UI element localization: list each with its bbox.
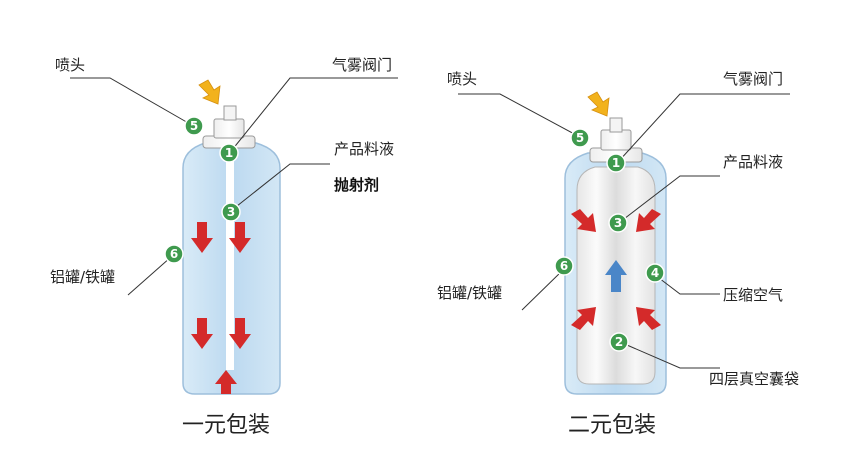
down-arrow-icon: [229, 318, 251, 349]
inward-arrow-icon: [636, 307, 661, 330]
left-caption: 一元包装: [182, 413, 270, 438]
svg-text:6: 6: [560, 259, 568, 273]
right-label-bag: 四层真空囊袋: [709, 370, 799, 388]
right-badge-2: 2: [609, 332, 629, 352]
left-label-nozzle: 喷头: [55, 56, 85, 74]
left-label-propellant: 抛射剂: [334, 176, 379, 194]
right-badge-1: 1: [606, 153, 626, 173]
right-badge-6: 6: [554, 256, 574, 276]
left-badge-3: 3: [221, 202, 241, 222]
left-leaders: [70, 77, 398, 296]
right-leaders: [458, 93, 790, 369]
svg-text:2: 2: [615, 335, 623, 349]
right-badge-3: 3: [608, 213, 628, 233]
left-label-product: 产品料液: [334, 140, 394, 158]
right-label-can: 铝罐/铁罐: [437, 284, 502, 302]
svg-text:4: 4: [651, 266, 659, 280]
right-label-air: 压缩空气: [723, 286, 783, 304]
up-arrow-icon: [605, 260, 627, 292]
press-arrow-icon: [198, 79, 221, 105]
left-label-valve: 气雾阀门: [332, 56, 392, 74]
right-nozzle: [589, 117, 643, 163]
down-arrow-icon: [191, 222, 213, 253]
svg-text:6: 6: [170, 247, 178, 261]
right-badge-5: 5: [570, 128, 590, 148]
inward-arrow-icon: [571, 209, 596, 232]
svg-text:5: 5: [576, 131, 584, 145]
down-arrow-icon: [191, 318, 213, 349]
left-dip-tube: [226, 148, 234, 370]
down-arrow-icon: [229, 222, 251, 253]
left-badge-6: 6: [164, 244, 184, 264]
right-label-product: 产品料液: [723, 153, 783, 171]
svg-text:3: 3: [614, 216, 622, 230]
right-caption: 二元包装: [568, 413, 656, 438]
left-package: 1 3 5 6 喷头 气雾阀门 产品料液 抛射剂 铝罐/铁罐 一元包装: [50, 56, 398, 438]
up-arrow-icon: [215, 370, 237, 394]
left-badge-1: 1: [219, 143, 239, 163]
right-label-nozzle: 喷头: [447, 70, 477, 88]
svg-text:1: 1: [612, 156, 620, 170]
right-arrows: [571, 209, 661, 330]
inward-arrow-icon: [571, 307, 596, 330]
left-arrows: [191, 222, 251, 394]
right-package: 1 2 3 4 5 6 喷头 气雾阀门 产品料液 压缩空气 铝罐/铁罐 四层真空…: [437, 70, 799, 438]
press-arrow-icon: [587, 91, 610, 117]
left-badge-5: 5: [184, 116, 204, 136]
inward-arrow-icon: [636, 209, 661, 232]
right-label-valve: 气雾阀门: [723, 70, 783, 88]
svg-text:3: 3: [227, 205, 235, 219]
right-badge-4: 4: [645, 263, 665, 283]
left-label-can: 铝罐/铁罐: [50, 268, 115, 286]
svg-text:1: 1: [225, 146, 233, 160]
left-nozzle: [202, 105, 256, 149]
svg-text:5: 5: [190, 119, 198, 133]
